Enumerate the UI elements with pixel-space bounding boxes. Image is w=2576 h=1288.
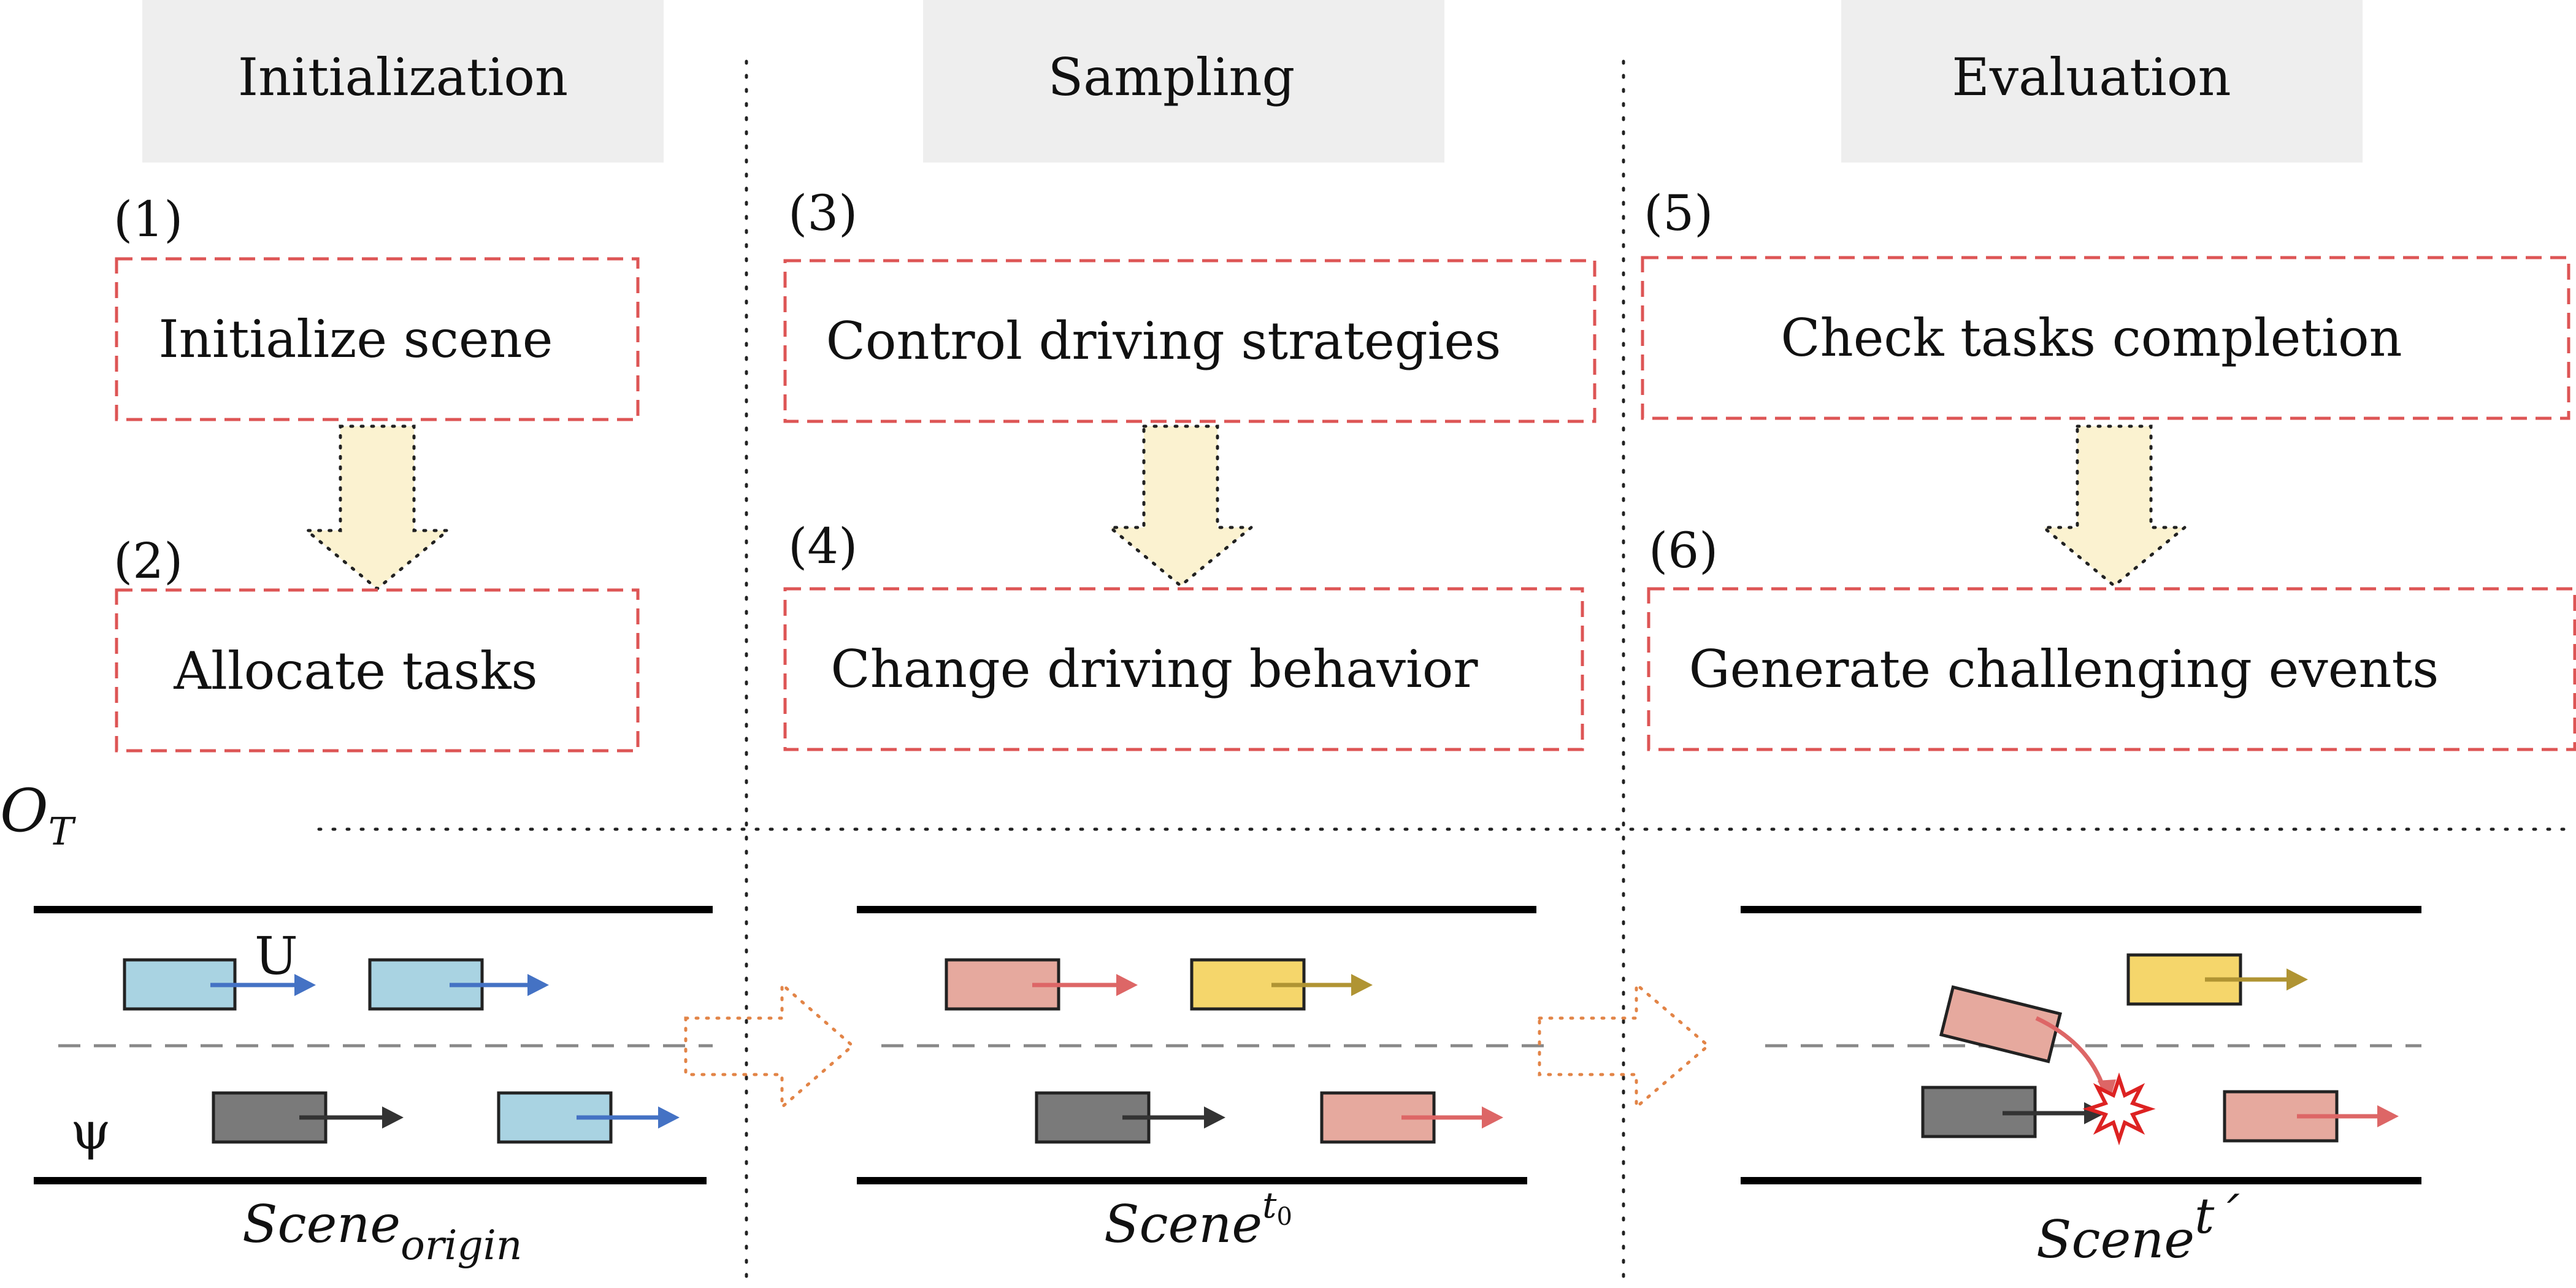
- phase-header-bg: [142, 0, 664, 163]
- scene-caption-superscript: t: [1262, 1184, 1277, 1226]
- transition-arrow-icon: [684, 981, 855, 1111]
- vehicle-pink: [945, 958, 1138, 1011]
- motion-arrow-head: [1482, 1106, 1503, 1129]
- step-label: Check tasks completion: [1781, 308, 2402, 368]
- scene-caption-base: Scene: [242, 1194, 401, 1254]
- vehicle-pink: [2223, 1090, 2399, 1143]
- motion-arrow-head: [1351, 974, 1373, 996]
- step-number: (4): [788, 518, 857, 575]
- scene-caption-base: Scene: [1104, 1194, 1262, 1254]
- step-label: Change driving behavior: [830, 639, 1478, 699]
- vehicle-yellow: [1190, 958, 1373, 1011]
- vehicle-gray: [1921, 1086, 2106, 1138]
- step-box: [1641, 256, 2570, 420]
- step-number: (6): [1649, 522, 1718, 579]
- phase-header-bg: [1841, 0, 2363, 163]
- road-scene-t0: [857, 906, 1546, 1184]
- step-box: [115, 588, 640, 753]
- step-number: (3): [788, 185, 857, 242]
- scene-caption-t0: Scenet0: [1104, 1184, 1292, 1254]
- collision-star-icon: [2082, 1072, 2156, 1146]
- step-number: (1): [113, 191, 183, 248]
- step-label: Initialize scene: [159, 309, 553, 369]
- vehicle-body: [1939, 985, 2063, 1064]
- vehicle-blue: [497, 1091, 680, 1144]
- step-box: [1647, 587, 2576, 751]
- vehicle-label-u: U: [255, 926, 298, 986]
- scene-caption-origin: Sceneorigin: [242, 1194, 522, 1269]
- observation-symbol: O: [0, 776, 48, 845]
- road-scene-t-prime: [1741, 906, 2421, 1184]
- step-box: [783, 259, 1597, 423]
- transition-arrow-icon: [1538, 981, 1711, 1111]
- vehicle-pink-crashing: [1939, 985, 2116, 1104]
- step-label: Control driving strategies: [826, 311, 1501, 371]
- down-arrow-icon: [302, 424, 452, 591]
- motion-arrow-head: [2287, 968, 2308, 991]
- down-arrow-icon: [1106, 424, 1255, 588]
- motion-arrow-head: [2377, 1105, 2399, 1127]
- motion-arrow-head: [527, 974, 549, 996]
- motion-arrow-head: [294, 974, 316, 996]
- scene-caption-base: Scene: [2036, 1209, 2195, 1270]
- vehicle-gray: [212, 1091, 404, 1144]
- scene-caption-t-prime: Scenet´: [2036, 1187, 2240, 1270]
- step-label: Allocate tasks: [173, 641, 537, 701]
- scene-caption-superscript-sub: 0: [1276, 1203, 1292, 1231]
- phase-header-bg: [923, 0, 1444, 163]
- scene-caption-subscript: origin: [401, 1222, 522, 1269]
- phase-header-title: Initialization: [238, 47, 568, 107]
- step-number: (2): [113, 532, 183, 589]
- motion-arrow-head: [658, 1106, 680, 1129]
- lane-label-psi: ψ: [71, 1101, 111, 1161]
- scene-caption-superscript: t´: [2195, 1187, 2240, 1244]
- vehicle-gray: [1035, 1091, 1225, 1144]
- down-arrow-icon: [2039, 424, 2189, 588]
- phase-header-title: Sampling: [1048, 47, 1295, 107]
- road-scene-origin: [34, 906, 713, 1184]
- phase-header-evaluation: Evaluation: [1841, 0, 2363, 163]
- motion-arrow-head: [1116, 974, 1138, 996]
- step-label: Generate challenging events: [1689, 639, 2439, 699]
- crash-trajectory: [2035, 1016, 2106, 1090]
- vehicle-blue: [123, 958, 316, 1011]
- phase-header-initialization: Initialization: [142, 0, 664, 163]
- observation-subscript: T: [48, 809, 77, 854]
- observation-label: OT: [0, 776, 77, 854]
- motion-arrow-head: [1204, 1106, 1225, 1129]
- vehicle-blue: [368, 958, 549, 1011]
- phase-header-title: Evaluation: [1952, 47, 2231, 107]
- step-box: [783, 587, 1584, 751]
- step-number: (5): [1644, 185, 1713, 242]
- motion-arrow-head: [382, 1106, 404, 1129]
- phase-header-sampling: Sampling: [923, 0, 1444, 163]
- vehicle-yellow: [2126, 953, 2308, 1006]
- step-box: [115, 257, 640, 421]
- vehicle-pink: [1320, 1091, 1503, 1144]
